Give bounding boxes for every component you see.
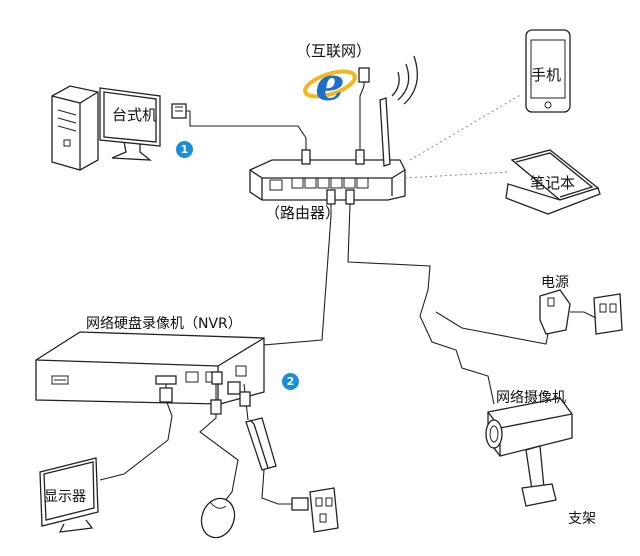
wireless-link-laptop	[404, 171, 509, 179]
phone	[525, 29, 571, 113]
wall-socket-nvr	[309, 487, 339, 533]
ie-icon: e	[303, 57, 357, 111]
svg-text:e: e	[315, 57, 344, 111]
camera-power-adapter	[435, 289, 597, 345]
wall-socket-camera	[593, 293, 623, 335]
step-badge-1: 1	[176, 141, 193, 158]
label-laptop: 笔记本	[530, 174, 576, 192]
wifi-signal-icon	[391, 55, 418, 105]
router	[249, 97, 406, 201]
label-desktop: 台式机	[112, 106, 158, 124]
cable-camera	[419, 315, 495, 405]
wireless-link-phone	[409, 93, 523, 161]
label-camera: 网络摄像机	[496, 390, 566, 406]
label-phone: 手机	[531, 66, 562, 84]
label-power: 电源	[541, 275, 569, 291]
label-internet: （互联网）	[296, 42, 372, 60]
label-stand: 支架	[568, 511, 596, 527]
label-monitor: 显示器	[44, 489, 86, 505]
display-monitor	[39, 457, 99, 533]
label-router: （路由器）	[265, 204, 341, 222]
laptop	[505, 149, 601, 215]
ip-camera	[485, 397, 573, 507]
ethernet-plug-desktop	[171, 103, 307, 164]
desktop-monitor	[99, 87, 161, 161]
router-plugs	[301, 67, 370, 205]
nvr-cables	[99, 383, 309, 511]
desktop-tower	[51, 85, 99, 171]
mouse	[200, 497, 236, 539]
label-nvr: 网络硬盘录像机（NVR）	[86, 316, 242, 332]
cable-router-camera	[347, 203, 431, 317]
step-badge-2: 2	[282, 373, 299, 390]
nvr	[35, 331, 265, 405]
